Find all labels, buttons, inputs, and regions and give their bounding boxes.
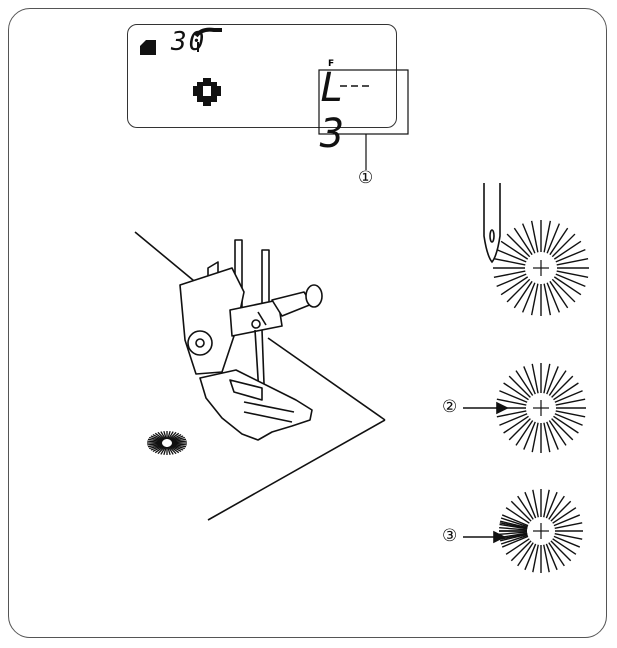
presser-foot-letter: F — [328, 59, 335, 69]
callout-one-box — [318, 69, 409, 170]
callout-one-label: ① — [358, 168, 374, 188]
arrow-icon — [463, 401, 509, 544]
needle-icon — [483, 183, 501, 264]
illustration-frame — [8, 8, 607, 638]
callout-two-label: ② — [442, 397, 458, 417]
presser-foot-icon — [194, 27, 222, 52]
stitch-pattern-icon — [193, 78, 221, 106]
eyelet-icon — [493, 220, 589, 316]
eyelet-icon — [499, 489, 583, 573]
sample-eyelet-icon — [147, 430, 187, 456]
sewing-foot-icon — [179, 239, 323, 441]
fabric-outline — [134, 231, 386, 521]
eyelet-icon — [496, 363, 586, 453]
callout-three-label: ③ — [442, 526, 458, 546]
memory-icon — [140, 40, 156, 55]
